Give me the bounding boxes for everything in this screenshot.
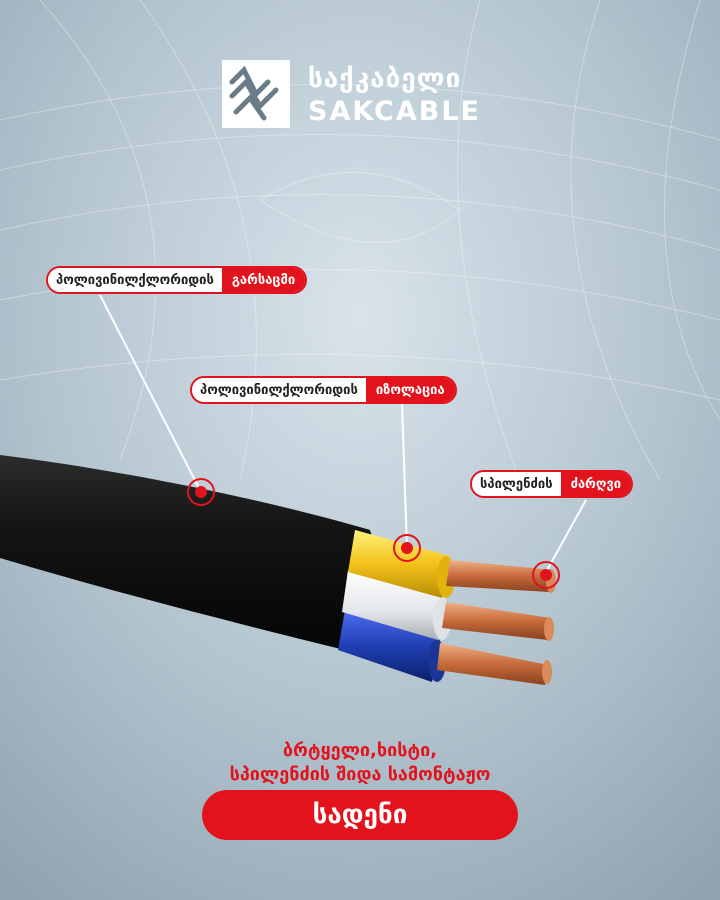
callout-insulation-text: პოლივინილქლორიდის (192, 378, 366, 402)
callout-core-text: სპილენძის (472, 472, 561, 496)
callout-insulation-highlight: იზოლაცია (365, 378, 455, 402)
description-line-2: სპილენძის შიდა სამონტაჟო (229, 764, 491, 785)
callout-sheath-highlight: გარსაცმი (221, 268, 306, 292)
description-line-1: ბრტყელი,ხისტი, (282, 740, 438, 761)
product-label: სადენი (202, 790, 518, 840)
callout-sheath-text: პოლივინილქლორიდის (48, 268, 222, 292)
callout-core: სპილენძის ძარღვი (470, 470, 634, 498)
callout-sheath: პოლივინილქლორიდის გარსაცმი (46, 266, 308, 294)
brand-name-georgian: საქკაბელი (308, 64, 462, 94)
sakcable-logo-icon (222, 60, 290, 128)
callout-core-highlight: ძარღვი (560, 472, 632, 496)
brand-name-latin: SAKCABLE (308, 96, 481, 127)
brand-logo: საქკაბელი SAKCABLE (222, 60, 502, 130)
callout-insulation: პოლივინილქლორიდის იზოლაცია (190, 376, 457, 404)
